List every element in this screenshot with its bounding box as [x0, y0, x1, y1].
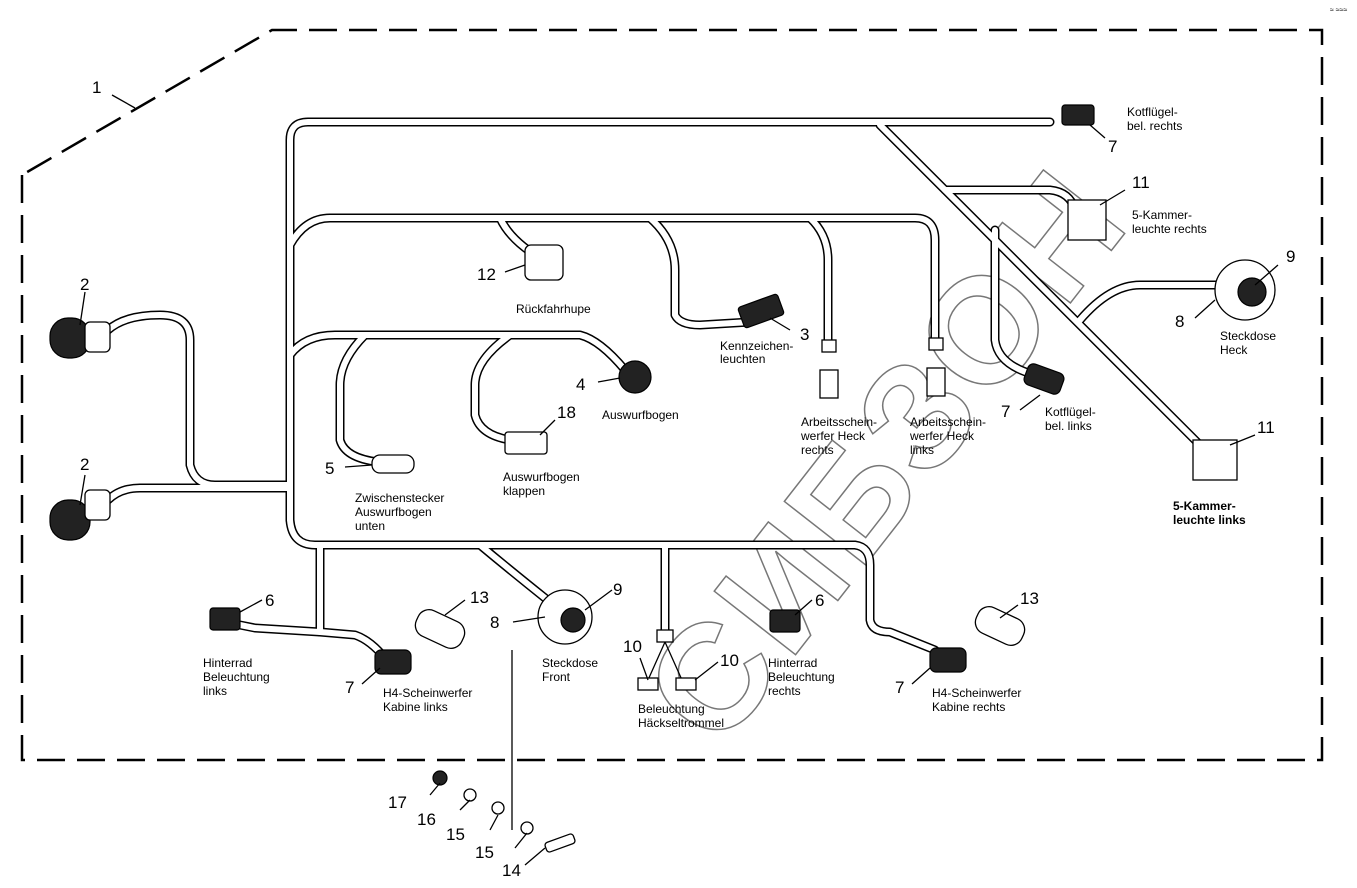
callout: 7	[345, 678, 354, 697]
label-kotfluegel-links: Kotflügel-bel. links	[1045, 405, 1096, 433]
corner-mark: ≈ ≈≈≈	[1330, 7, 1347, 14]
connector-7-h4-links	[374, 649, 412, 675]
callout: 1	[92, 78, 101, 97]
label-5-kammer-rechts: 5-Kammer-leuchte rechts	[1132, 208, 1207, 236]
connector-10-right	[675, 677, 697, 691]
bolt-14	[544, 833, 576, 853]
connector-11-rechts	[1067, 199, 1107, 241]
callout-numbers: 1 2 2 3 4 5 6 6 7 7 7 7 8 8 9 9 10 10 11…	[80, 78, 1295, 880]
callout: 6	[265, 591, 274, 610]
callout: 9	[1286, 247, 1295, 266]
connector-13-rechts	[974, 606, 1026, 646]
callout: 2	[80, 275, 89, 294]
connector-10-stem	[656, 629, 674, 643]
connector-3-kennzeichen	[737, 293, 785, 329]
callout: 7	[1108, 137, 1117, 156]
callout: 2	[80, 455, 89, 474]
part-labels: Kotflügel-bel. rechts 5-Kammer-leuchte r…	[203, 105, 1276, 730]
connector-7-kotfluegel-rechts	[1061, 104, 1095, 126]
connector-arbeits-rechts	[819, 339, 839, 399]
label-rueckfahrhupe: Rückfahrhupe	[516, 302, 591, 316]
connector-4-auswurfbogen	[618, 360, 652, 394]
leader-line	[111, 94, 136, 109]
callout: 6	[815, 591, 824, 610]
callout: 15	[475, 843, 494, 862]
callout: 11	[1257, 418, 1275, 437]
label-kennzeichenleuchten: Kennzeichen-leuchten	[720, 339, 793, 366]
callout: 7	[1001, 402, 1010, 421]
connector-10-left	[637, 677, 659, 691]
callout: 16	[417, 810, 436, 829]
callout: 10	[623, 637, 642, 656]
leader-lines	[79, 124, 1279, 866]
connector-13-links	[414, 609, 466, 649]
label-auswurfbogen: Auswurfbogen	[602, 408, 679, 422]
callout: 7	[895, 678, 904, 697]
nut-17	[432, 770, 448, 786]
washer-16	[463, 788, 477, 802]
connector-11-links	[1192, 439, 1238, 481]
callout: 12	[477, 265, 496, 284]
callout: 15	[446, 825, 465, 844]
callout: 8	[1175, 312, 1184, 331]
callout: 13	[1020, 589, 1039, 608]
harness-wires	[103, 117, 1230, 663]
connector-12-rueckfahrhupe	[524, 244, 564, 281]
connector-7-kotfluegel-links	[1023, 363, 1065, 395]
label-kotfluegel-rechts: Kotflügel-bel. rechts	[1127, 105, 1182, 133]
washer-15b	[520, 821, 534, 835]
callout: 18	[557, 403, 576, 422]
callout: 5	[325, 459, 334, 478]
callout: 11	[1132, 173, 1150, 192]
connector-6-rechts	[769, 609, 801, 633]
callout: 4	[576, 375, 585, 394]
callout: 14	[502, 861, 521, 880]
callout: 10	[720, 651, 739, 670]
connector-18	[504, 431, 548, 455]
label-5-kammer-links: 5-Kammer-leuchte links	[1173, 499, 1246, 527]
assembly-boundary	[20, 28, 1324, 762]
washer-15	[491, 801, 505, 815]
connector-6-links	[209, 607, 241, 631]
callout: 3	[800, 325, 809, 344]
callout: 17	[388, 793, 407, 812]
connector-7-h4-rechts	[929, 647, 967, 673]
callout: 13	[470, 588, 489, 607]
connector-5-zwischenstecker	[371, 454, 415, 474]
callout: 9	[613, 580, 622, 599]
connector-arbeits-links	[926, 337, 946, 397]
connector-2-top	[49, 317, 111, 359]
connector-2-bottom	[49, 489, 111, 541]
callout: 8	[490, 613, 499, 632]
